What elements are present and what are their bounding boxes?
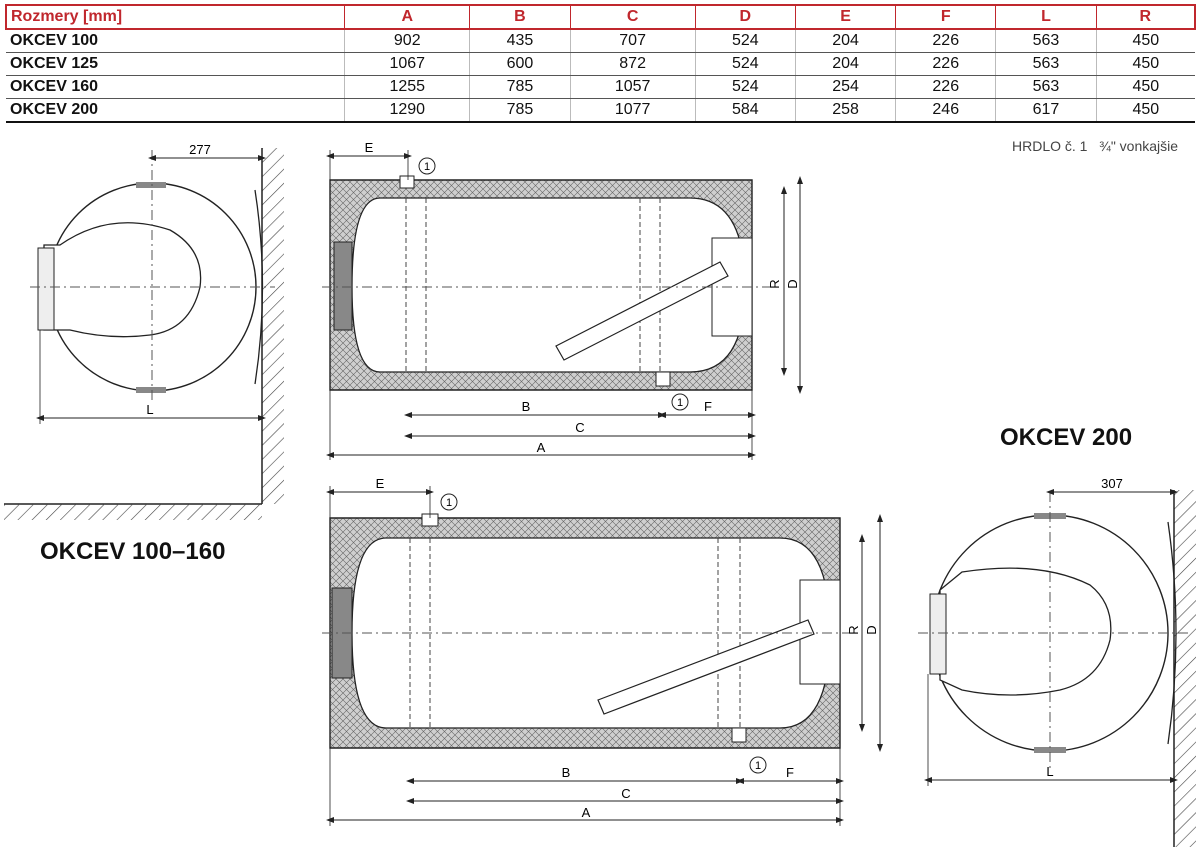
marker-1-bottom-big: 1	[755, 760, 761, 772]
marker-1-top-big: 1	[446, 497, 452, 509]
dim-label-width-big: 307	[1101, 476, 1123, 491]
header-cell: A	[344, 4, 470, 30]
table-cell: 785	[469, 75, 571, 99]
table-cell: 524	[694, 75, 796, 99]
header-cell: B	[469, 4, 571, 30]
dim-label-F-big: F	[786, 765, 794, 780]
table-cell: 450	[1095, 52, 1195, 76]
neck-note-label: HRDLO č. 1	[1012, 138, 1088, 154]
table-row: OKCEV 200 1290 785 1077 584 258 246 617 …	[6, 98, 1195, 123]
dim-label-D: D	[785, 279, 800, 288]
side-view-big: 307 L	[918, 476, 1196, 847]
header-cell: D	[694, 4, 796, 30]
table-cell: OKCEV 100	[6, 29, 345, 53]
caption-okcev-200: OKCEV 200	[1000, 424, 1133, 451]
table-cell: 600	[469, 52, 571, 76]
table-cell: 246	[895, 98, 996, 123]
table-cell: 254	[794, 75, 896, 99]
table-cell: 204	[794, 29, 896, 53]
dim-label-L-big: L	[1046, 764, 1053, 779]
dim-label-A: A	[537, 440, 546, 455]
dim-label-L: L	[146, 402, 153, 417]
header-cell: L	[995, 4, 1097, 30]
wall-hatch	[262, 148, 284, 504]
dim-label-C-big: C	[621, 786, 630, 801]
header-cell: R	[1095, 4, 1196, 30]
section-view-big: E 1 B 1 F C A R D	[322, 476, 883, 826]
flange-cover	[43, 222, 202, 338]
table-cell: OKCEV 200	[6, 98, 345, 123]
table-cell: 785	[469, 98, 571, 123]
floor-hatch	[4, 504, 262, 520]
table-cell: 524	[694, 52, 796, 76]
header-cell: E	[794, 4, 896, 30]
table-cell: 435	[469, 29, 571, 53]
neck-note-value: ¾" vonkajšie	[1099, 138, 1179, 154]
table-cell: 450	[1095, 75, 1195, 99]
dim-label-E: E	[365, 140, 374, 155]
caption-okcev-100-160: OKCEV 100–160	[40, 538, 226, 565]
table-cell: 563	[995, 75, 1097, 99]
table-cell: 563	[995, 52, 1097, 76]
dim-label-B-big: B	[562, 765, 571, 780]
table-cell: 450	[1095, 98, 1195, 123]
header-cell: C	[569, 4, 696, 30]
table-cell: 617	[995, 98, 1097, 123]
table-cell: 872	[569, 52, 696, 76]
wall-hatch-big	[1174, 490, 1196, 847]
section-view-small: E 1 B 1 F C A R D	[322, 140, 803, 460]
table-cell: 1067	[344, 52, 470, 76]
marker-1-bottom: 1	[677, 397, 683, 409]
heating-element-big	[597, 619, 815, 715]
table-header-row: Rozmery [mm] A B C D E F L R	[5, 4, 1196, 30]
table-cell: 226	[895, 75, 996, 99]
table-row: OKCEV 100 902 435 707 524 204 226 563 45…	[6, 29, 1195, 53]
table-cell: 902	[344, 29, 470, 53]
flange-cover-big	[939, 567, 1112, 696]
table-cell: 1057	[569, 75, 696, 99]
table-cell: 1290	[344, 98, 470, 123]
header-cell: F	[895, 4, 996, 30]
side-view-small: 277 L	[4, 142, 284, 520]
table-cell: 226	[895, 29, 996, 53]
dim-label-width: 277	[189, 142, 211, 157]
dim-label-R-big: R	[846, 625, 861, 634]
dim-label-R: R	[767, 279, 782, 288]
table-cell: 584	[694, 98, 796, 123]
header-cell: Rozmery [mm]	[5, 4, 345, 30]
table-cell: 226	[895, 52, 996, 76]
table-cell: 707	[569, 29, 696, 53]
dim-label-D-big: D	[864, 625, 879, 634]
dimensions-table: Rozmery [mm] A B C D E F L R OKCEV 100 9…	[5, 4, 1196, 123]
dim-label-F: F	[704, 399, 712, 414]
table-cell: 450	[1095, 29, 1195, 53]
table-cell: 204	[794, 52, 896, 76]
dim-label-C: C	[575, 420, 584, 435]
table-cell: OKCEV 125	[6, 52, 345, 76]
marker-1-top: 1	[424, 161, 430, 173]
dim-label-B: B	[522, 399, 531, 414]
dim-label-A-big: A	[582, 805, 591, 820]
table-cell: 1255	[344, 75, 470, 99]
dim-label-E-big: E	[376, 476, 385, 491]
table-row: OKCEV 125 1067 600 872 524 204 226 563 4…	[6, 52, 1195, 76]
table-cell: 258	[794, 98, 896, 123]
inner-tank	[351, 197, 746, 373]
table-cell: 524	[694, 29, 796, 53]
table-cell: 563	[995, 29, 1097, 53]
table-cell: OKCEV 160	[6, 75, 345, 99]
table-row: OKCEV 160 1255 785 1057 524 254 226 563 …	[6, 75, 1195, 99]
neck-note: HRDLO č. 1 ¾" vonkajšie	[1012, 138, 1178, 154]
table-cell: 1077	[569, 98, 696, 123]
